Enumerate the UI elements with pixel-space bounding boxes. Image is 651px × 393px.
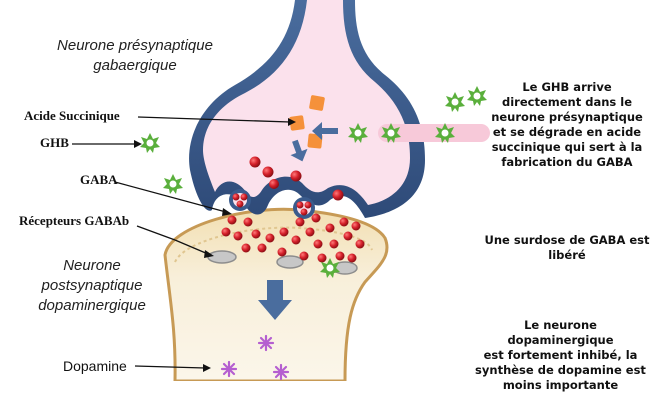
postsynaptic-label-line1: Neurone [28, 256, 156, 276]
gabab-receptors-label: Récepteurs GABAb [19, 213, 129, 229]
note-ghb-line2: directement dans le [483, 95, 651, 110]
postsynaptic-label-line3: dopaminergique [28, 296, 156, 316]
presynaptic-label: Neurone présynaptique gabaergique [34, 36, 236, 76]
presynaptic-label-line1: Neurone présynaptique [34, 36, 236, 56]
note-ghb-line4: et se dégrade en acide [483, 125, 651, 140]
note-surdose-line2: libéré [483, 248, 651, 263]
gaba-label: GABA [80, 172, 118, 188]
ghb-label: GHB [40, 135, 69, 151]
note-ghb-line6: fabrication du GABA [483, 155, 651, 170]
note-inhibition-line3: synthèse de dopamine est [470, 363, 651, 378]
presynaptic-neuron [189, 0, 490, 218]
acide-succinique-label: Acide Succinique [24, 108, 120, 124]
postsynaptic-label: Neurone postsynaptique dopaminergique [28, 256, 156, 316]
note-surdose: Une surdose de GABA est libéré [483, 233, 651, 263]
dopamine-label: Dopamine [63, 358, 127, 374]
postsynaptic-label-line2: postsynaptique [28, 276, 156, 296]
note-ghb-line5: succinique qui sert à la [483, 140, 651, 155]
note-ghb-line1: Le GHB arrive [483, 80, 651, 95]
note-inhibition: Le neurone dopaminergique est fortement … [470, 318, 651, 393]
note-inhibition-line1: Le neurone dopaminergique [470, 318, 651, 348]
note-inhibition-line2: est fortement inhibé, la [470, 348, 651, 363]
note-inhibition-line4: moins importante [470, 378, 651, 393]
note-surdose-line1: Une surdose de GABA est [483, 233, 651, 248]
presynaptic-label-line2: gabaergique [34, 56, 236, 76]
note-ghb-line3: neurone présynaptique [483, 110, 651, 125]
note-ghb-arrive: Le GHB arrive directement dans le neuron… [483, 80, 651, 170]
